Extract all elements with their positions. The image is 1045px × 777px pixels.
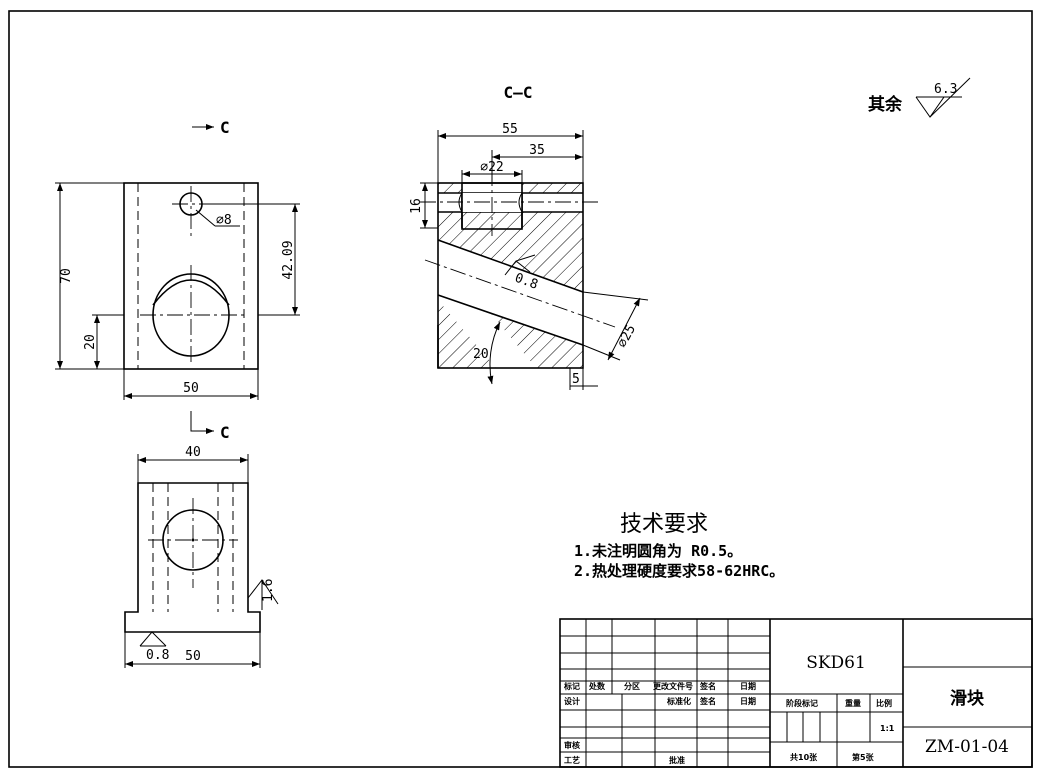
tb-zone: 分区 — [624, 681, 640, 691]
front-view: 70 20 42.09 ⌀8 50 C C — [55, 118, 300, 442]
tb-stage: 阶段标记 — [786, 698, 818, 708]
roughness-base: 0.8 — [146, 648, 169, 663]
tb-design: 设计 — [564, 696, 580, 706]
dim-big-hole-height: 20 — [83, 334, 98, 350]
tb-sign2: 签名 — [699, 696, 716, 706]
tb-standard: 标准化 — [666, 696, 691, 706]
plan-view: 40 50 1.6 0.8 — [124, 445, 279, 668]
tb-sheets-total: 共10张 — [790, 752, 818, 762]
tb-process: 工艺 — [564, 755, 580, 765]
sheet-border — [8, 10, 1033, 768]
dim-section-bore-large: ⌀25 — [615, 322, 639, 350]
dim-small-hole: ⌀8 — [216, 213, 232, 228]
surface-finish-value: 6.3 — [934, 82, 957, 97]
tb-material: SKD61 — [806, 653, 866, 673]
surface-finish-label: 其余 — [868, 94, 903, 115]
dim-front-width: 50 — [183, 381, 199, 396]
section-title: C—C — [504, 83, 533, 102]
tb-approve: 批准 — [669, 755, 685, 765]
dim-section-angle: 20 — [473, 347, 489, 362]
dim-section-bore: ⌀22 — [480, 160, 503, 175]
dim-plan-base-width: 50 — [185, 649, 201, 664]
tb-date: 日期 — [740, 681, 756, 691]
tb-check: 审核 — [564, 740, 580, 750]
technical-requirements: 技术要求 1.未注明圆角为 R0.5。 2.热处理硬度要求58-62HRC。 — [574, 512, 784, 580]
tech-note-line-1: 1.未注明圆角为 R0.5。 — [574, 542, 742, 560]
cut-label-bottom: C — [220, 423, 230, 442]
tb-change-doc: 更改文件号 — [653, 681, 693, 691]
dim-section-offset: 35 — [529, 143, 545, 158]
tb-scale: 1:1 — [880, 724, 895, 733]
tb-ratio: 比例 — [876, 698, 892, 708]
tb-sheet-no: 第5张 — [852, 752, 875, 762]
tech-note-line-2: 2.热处理硬度要求58-62HRC。 — [574, 562, 784, 580]
tb-mark: 标记 — [563, 681, 580, 691]
tech-notes-title: 技术要求 — [620, 512, 708, 537]
section-view: C—C 55 35 — [409, 83, 649, 390]
surface-finish-note: 其余 6.3 — [868, 77, 971, 118]
tb-weight: 重量 — [845, 698, 861, 708]
dim-front-height: 70 — [59, 268, 74, 284]
dim-section-width: 55 — [502, 122, 518, 137]
cut-label-top: C — [220, 118, 230, 137]
tb-count: 处数 — [588, 681, 606, 691]
tb-part-name: 滑块 — [950, 689, 985, 709]
dim-section-thickness: 16 — [409, 198, 424, 214]
title-block: 标记 处数 分区 更改文件号 签名 日期 设计 标准化 签名 日期 审核 工艺 … — [559, 618, 1033, 768]
dim-hole-center-dist: 42.09 — [281, 240, 296, 279]
tb-sign: 签名 — [699, 681, 716, 691]
dim-section-edge: 5 — [572, 372, 580, 387]
roughness-side: 1.6 — [261, 579, 276, 602]
tb-drawing-no: ZM-01-04 — [925, 737, 1009, 757]
tb-date2: 日期 — [740, 696, 756, 706]
dim-plan-top-width: 40 — [185, 445, 201, 460]
